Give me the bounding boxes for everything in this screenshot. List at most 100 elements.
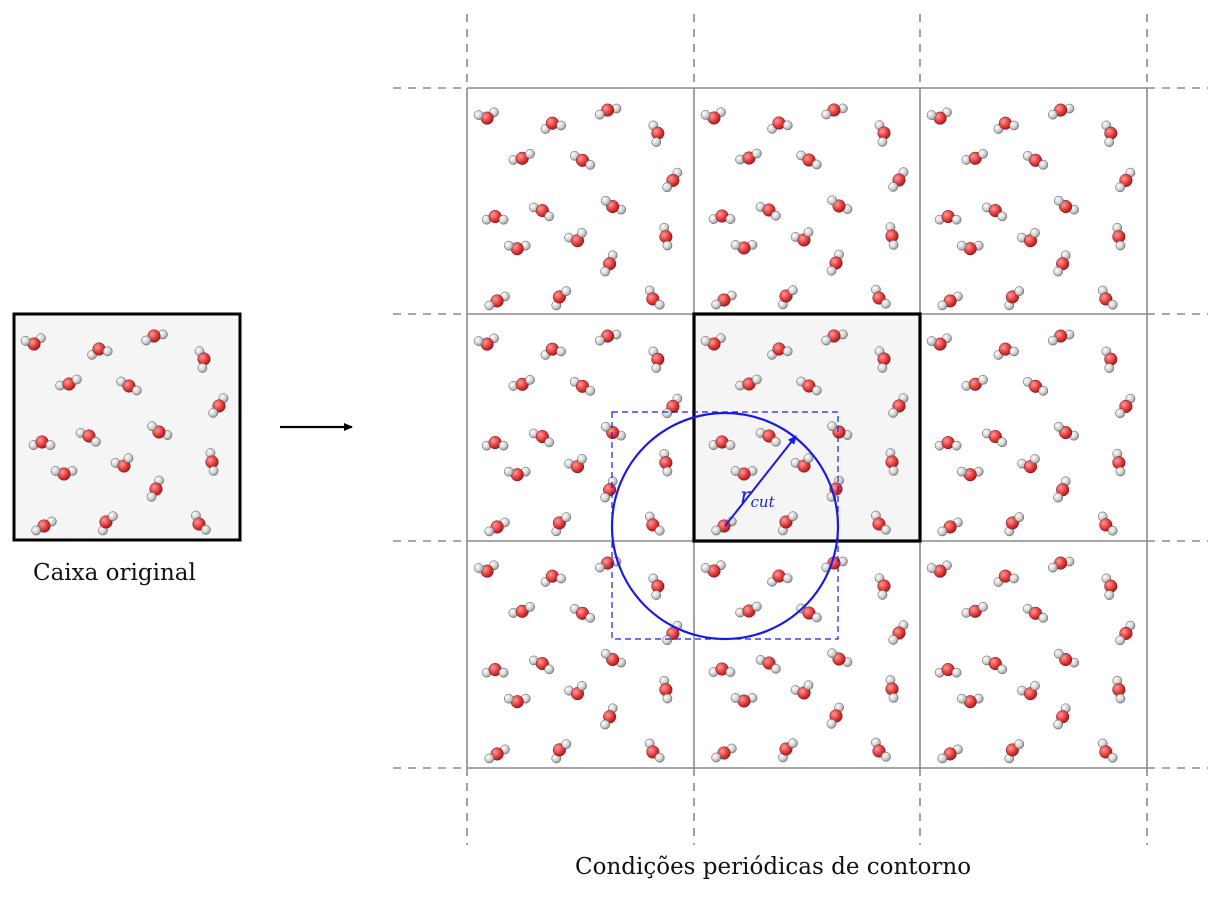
water-molecule-icon [147, 421, 173, 440]
hydrogen-atom [782, 573, 793, 584]
hydrogen-atom [1030, 454, 1040, 464]
water-molecule-icon [937, 744, 963, 764]
hydrogen-atom [662, 693, 673, 704]
water-molecule-icon [1017, 454, 1040, 474]
hydrogen-atom [1038, 612, 1049, 623]
hydrogen-atom [577, 228, 587, 238]
hydrogen-atom [654, 299, 665, 310]
central-box [692, 312, 922, 543]
hydrogen-atom [788, 285, 798, 296]
water-molecule-icon [755, 428, 781, 447]
water-molecule-icon [711, 290, 737, 310]
periodic-image-cell [920, 314, 1147, 541]
hydrogen-atom [730, 240, 741, 250]
hydrogen-atom [556, 120, 566, 131]
hydrogen-atom [561, 739, 572, 749]
water-molecule-icon [110, 453, 134, 473]
hydrogen-atom [1030, 228, 1040, 238]
cell-background [694, 541, 920, 768]
water-molecule-icon [767, 569, 793, 587]
water-molecule-icon [551, 739, 572, 764]
water-molecule-icon [484, 744, 510, 764]
hydrogen-atom [662, 408, 672, 419]
hydrogen-atom [997, 211, 1008, 222]
cutoff-circle [610, 411, 840, 641]
hydrogen-atom [937, 753, 948, 764]
hydrogen-atom [926, 563, 937, 573]
original-box-molecules [20, 329, 229, 536]
water-molecule-icon [1053, 250, 1071, 277]
hydrogen-atom [525, 374, 535, 385]
hydrogen-atom [881, 298, 891, 309]
water-molecule-icon [564, 228, 587, 248]
water-molecule-icon [1017, 228, 1040, 248]
hydrogen-atom [725, 214, 736, 224]
hydrogen-atom [937, 300, 948, 311]
hydrogen-atom [877, 363, 888, 373]
hydrogen-atom [208, 408, 219, 418]
hydrogen-atom [751, 148, 762, 159]
hydrogen-atom [473, 110, 484, 120]
hydrogen-atom [926, 336, 937, 346]
water-molecule-icon [874, 120, 891, 147]
hydrogen-atom [147, 421, 157, 432]
hydrogen-atom [1115, 408, 1125, 419]
cell-background [467, 541, 694, 768]
hydrogen-atom [651, 363, 662, 373]
hydrogen-atom [1014, 286, 1025, 296]
water-molecule-icon [790, 227, 814, 247]
water-molecule-icon [1115, 620, 1136, 646]
water-molecule-icon [934, 436, 962, 451]
water-molecule-icon [194, 346, 211, 373]
water-molecule-icon [644, 511, 665, 536]
water-molecule-icon [600, 250, 618, 277]
water-molecule-icon [755, 202, 781, 221]
hydrogen-atom [711, 299, 722, 310]
hydrogen-atom [1115, 466, 1126, 477]
hydrogen-atom [50, 466, 61, 476]
cell-background [467, 88, 694, 314]
water-molecule-icon [659, 448, 673, 477]
hydrogen-atom [1115, 182, 1125, 193]
cell-background [694, 314, 920, 541]
water-molecule-icon [662, 393, 683, 419]
water-molecule-icon [600, 476, 618, 503]
water-molecule-icon [473, 107, 499, 125]
hydrogen-atom [827, 195, 837, 206]
hydrogen-atom [888, 240, 899, 250]
hydrogen-atom [525, 148, 535, 159]
hydrogen-atom [888, 408, 899, 418]
water-molecule-icon [926, 333, 952, 351]
hydrogen-atom [1030, 681, 1040, 691]
hydrogen-atom [803, 453, 814, 464]
water-molecule-icon [503, 693, 531, 709]
hydrogen-atom [888, 693, 899, 703]
hydrogen-atom [662, 182, 672, 193]
hydrogen-atom [725, 667, 736, 677]
hydrogen-atom [600, 421, 611, 432]
water-molecule-icon [934, 210, 962, 225]
hydrogen-atom [1107, 525, 1118, 536]
hydrogen-atom [45, 440, 56, 450]
water-molecule-icon [888, 620, 909, 645]
water-molecule-icon [874, 573, 891, 600]
water-molecule-icon [1022, 150, 1049, 170]
hydrogen-atom [141, 335, 152, 346]
hydrogen-atom [498, 214, 509, 225]
water-molecule-icon [796, 603, 822, 623]
water-molecule-icon [1053, 648, 1079, 668]
hydrogen-atom [978, 374, 988, 385]
cutoff-region [610, 411, 840, 641]
hydrogen-atom [600, 648, 611, 659]
water-molecule-icon [569, 603, 596, 623]
hydrogen-atom [877, 590, 888, 600]
water-molecule-icon [540, 342, 566, 360]
hydrogen-atom [31, 525, 42, 536]
water-molecule-icon [708, 435, 736, 450]
hydrogen-atom [1053, 648, 1064, 659]
water-molecule-icon [1115, 167, 1136, 193]
periodic-image-cell [920, 88, 1147, 314]
water-molecule-icon [711, 743, 737, 763]
water-molecule-icon [50, 466, 78, 481]
hydrogen-atom [881, 751, 891, 762]
